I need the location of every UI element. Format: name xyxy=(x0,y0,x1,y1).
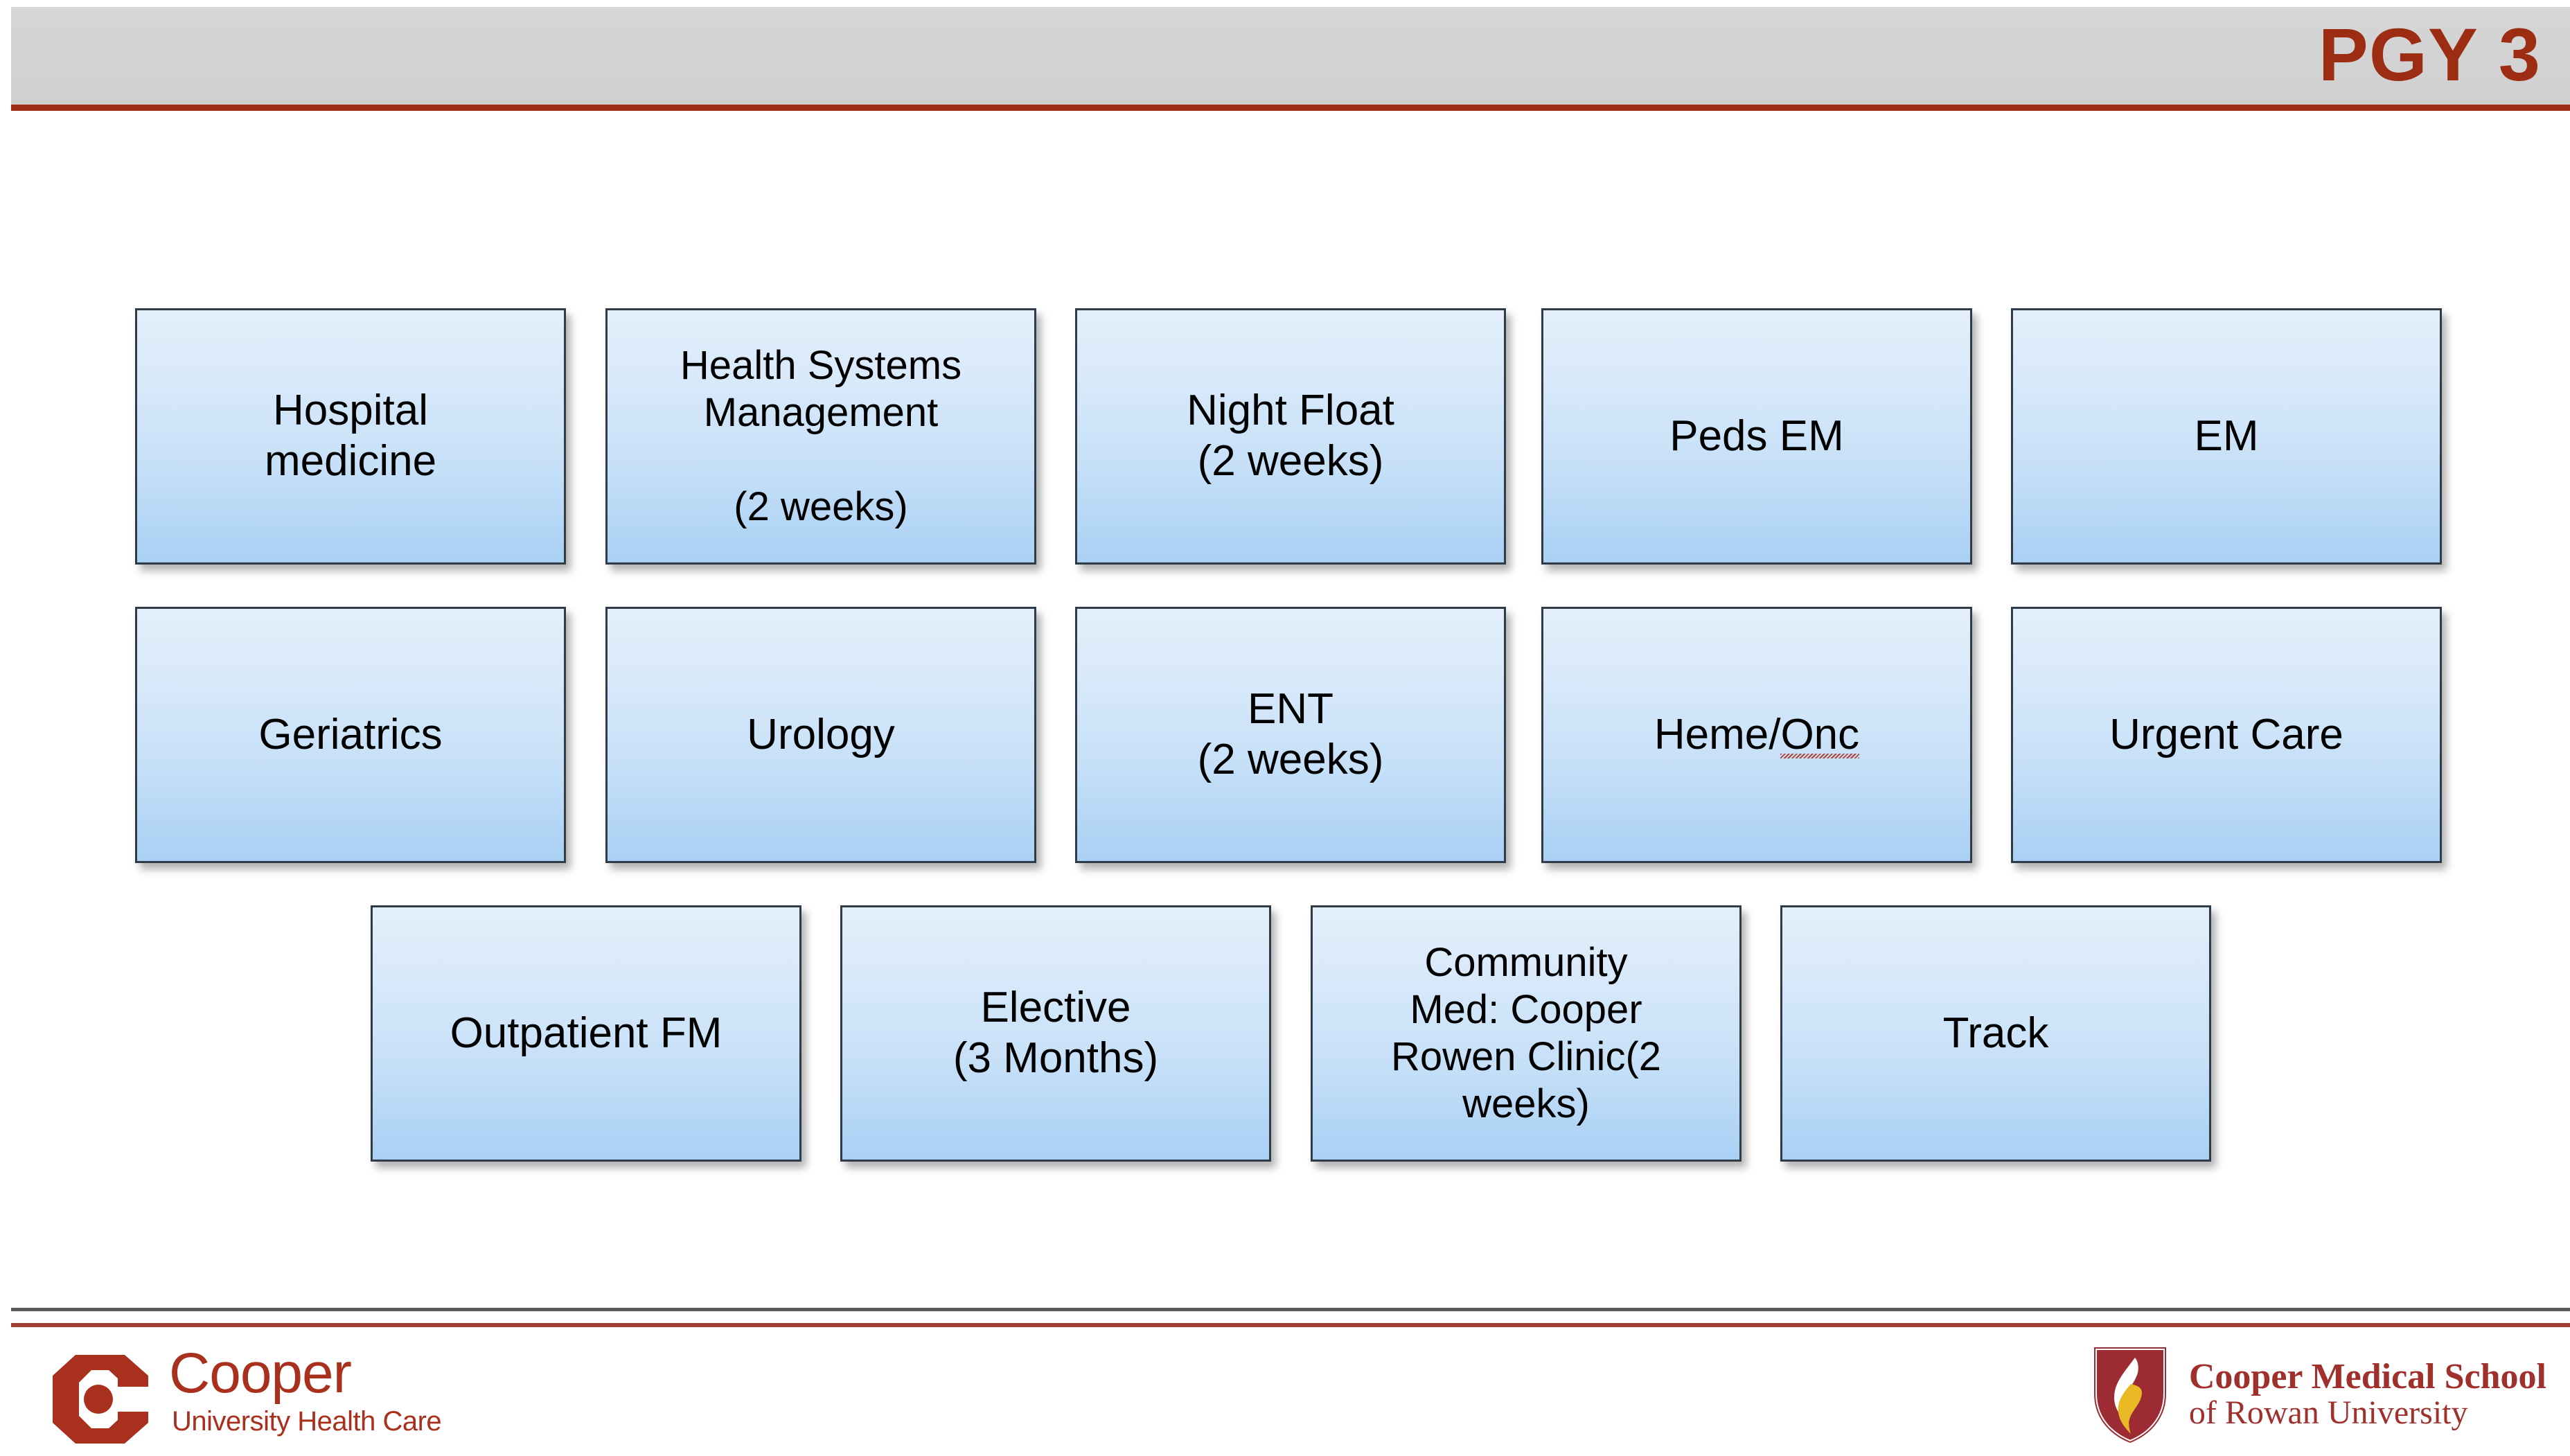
rotation-box-label: EM xyxy=(2194,411,2259,460)
shield-flame-icon xyxy=(2092,1346,2168,1445)
rotation-box-label: Urology xyxy=(747,710,895,758)
rotation-box-label: Track xyxy=(1942,1009,2049,1057)
cooper-university-health-care-logo: Cooper University Health Care xyxy=(43,1344,528,1448)
cmsru-line-2: of Rowan University xyxy=(2188,1394,2468,1432)
rotation-box-label: Community Med: Cooper Rowen Clinic(2 wee… xyxy=(1390,940,1662,1126)
rotation-box-label: Hospital medicine xyxy=(264,387,437,485)
page-title: PGY 3 xyxy=(2318,12,2541,96)
rotation-box-em[interactable]: EM xyxy=(2011,308,2442,565)
rotation-box-health-systems-management[interactable]: Health Systems Management (2 weeks) xyxy=(605,308,1036,565)
rotation-box-outpatient-fm[interactable]: Outpatient FM xyxy=(371,905,801,1162)
slide-header-band: PGY 3 xyxy=(11,7,2570,111)
rotation-box-label: Urgent Care xyxy=(2109,710,2343,758)
rotation-box-label: Night Float (2 weeks) xyxy=(1187,387,1394,485)
footer-divider-red xyxy=(11,1323,2570,1327)
cooper-tagline: University Health Care xyxy=(172,1406,442,1437)
cooper-octagon-c-icon xyxy=(53,1355,148,1444)
rotation-box-ent[interactable]: ENT (2 weeks) xyxy=(1075,607,1506,863)
rotation-box-label: Elective (3 Months) xyxy=(952,984,1159,1082)
rotation-box-label: ENT (2 weeks) xyxy=(1197,685,1384,783)
rotation-box-night-float[interactable]: Night Float (2 weeks) xyxy=(1075,308,1506,565)
rotation-box-geriatrics[interactable]: Geriatrics xyxy=(135,607,566,863)
rotation-box-label: Heme/Onc xyxy=(1654,710,1859,761)
spellcheck-underline: Onc xyxy=(1780,710,1859,761)
footer-divider-gray xyxy=(11,1308,2570,1311)
rotation-box-heme-onc[interactable]: Heme/Onc xyxy=(1541,607,1972,863)
rotation-box-community-med-cooper-rowen-clinic[interactable]: Community Med: Cooper Rowen Clinic(2 wee… xyxy=(1311,905,1742,1162)
rotation-box-label: Outpatient FM xyxy=(450,1009,723,1057)
rotation-box-label: Health Systems Management (2 weeks) xyxy=(680,343,962,529)
rotation-box-label: Peds EM xyxy=(1669,411,1844,460)
rotation-box-elective[interactable]: Elective (3 Months) xyxy=(840,905,1271,1162)
cmsru-wordmark: Cooper Medical School of Rowan Universit… xyxy=(2189,1358,2546,1431)
rotation-box-urology[interactable]: Urology xyxy=(605,607,1036,863)
rotation-box-track[interactable]: Track xyxy=(1780,905,2211,1162)
cooper-wordmark: Cooper xyxy=(169,1342,352,1405)
rotation-box-label: Geriatrics xyxy=(258,710,443,758)
rotation-box-urgent-care[interactable]: Urgent Care xyxy=(2011,607,2442,863)
cooper-medical-school-rowan-logo: Cooper Medical School of Rowan Universit… xyxy=(2089,1342,2546,1446)
rotation-box-peds-em[interactable]: Peds EM xyxy=(1541,308,1972,565)
rotation-box-hospital-medicine[interactable]: Hospital medicine xyxy=(135,308,566,565)
cmsru-line-1: Cooper Medical School xyxy=(2188,1356,2546,1396)
